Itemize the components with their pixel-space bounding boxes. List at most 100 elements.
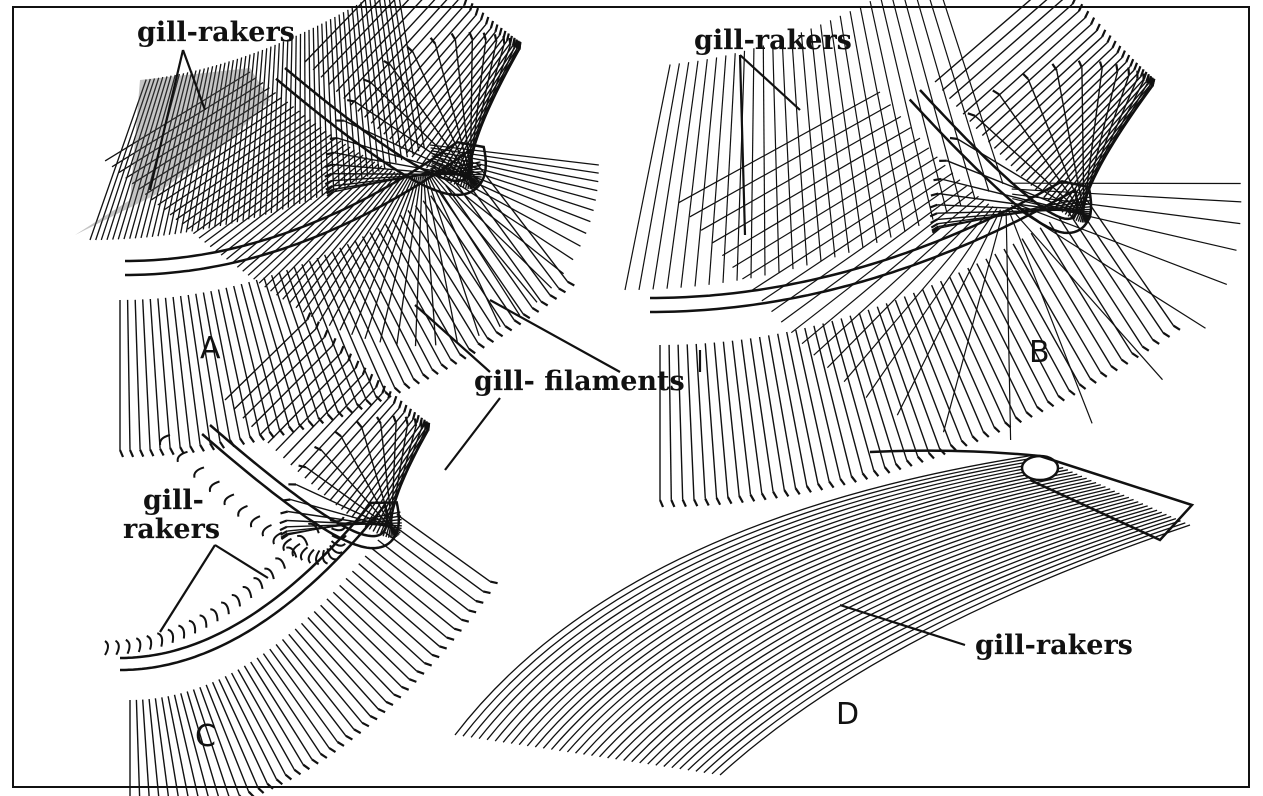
gill-filament xyxy=(378,540,469,610)
filament-tip xyxy=(404,383,410,388)
gill-filament xyxy=(143,700,151,796)
filament-tip xyxy=(307,313,310,320)
gill-filament xyxy=(143,299,150,449)
gill-raker xyxy=(200,615,207,627)
filament-tip xyxy=(1111,366,1117,371)
filament-tip xyxy=(951,445,956,450)
gill-filament xyxy=(859,313,907,461)
filament-tip xyxy=(439,646,446,648)
filament-tip xyxy=(1079,4,1082,11)
gill-raker xyxy=(639,63,679,290)
gill-raker xyxy=(811,29,835,258)
filament-tip xyxy=(550,295,557,299)
gill-filament xyxy=(742,340,762,494)
filament-tip xyxy=(417,415,419,422)
filament-tip xyxy=(968,113,975,116)
filament-tip xyxy=(286,775,292,780)
filament-tip xyxy=(559,289,566,293)
filament-tip xyxy=(1100,62,1102,69)
gill-filament xyxy=(384,532,476,601)
filament-tip xyxy=(356,361,359,368)
filament-tip xyxy=(1126,55,1129,62)
gill-filament xyxy=(805,328,841,479)
gill-raker xyxy=(238,506,247,517)
filament-tip xyxy=(796,488,800,494)
gill-raker xyxy=(221,603,229,615)
filament-tip xyxy=(1148,76,1149,84)
filament-tip xyxy=(1090,378,1096,383)
gill-filament xyxy=(949,0,1066,99)
gill-raker xyxy=(821,25,849,253)
gill-raker xyxy=(178,452,188,462)
filament-tip xyxy=(1026,412,1032,417)
gill-raker xyxy=(273,533,282,545)
gill-raker xyxy=(105,641,108,655)
filament-tip xyxy=(660,500,663,507)
filament-tip xyxy=(414,379,420,384)
filament-tip xyxy=(739,496,743,503)
filament-tip xyxy=(1150,77,1151,85)
filament-tip xyxy=(751,495,755,502)
filament-tip xyxy=(993,90,1000,94)
gill-filament xyxy=(935,0,1052,82)
panel-letter-b: B xyxy=(1029,338,1050,368)
filament-tip xyxy=(728,497,732,504)
filament-tip xyxy=(994,427,1000,432)
filament-tip xyxy=(487,338,493,342)
filament-tip xyxy=(1130,59,1133,66)
gill-filament xyxy=(150,299,160,449)
filament-tip xyxy=(495,34,497,42)
gill-raker xyxy=(210,609,217,621)
filament-tip xyxy=(1085,11,1088,18)
filament-tip xyxy=(170,448,174,455)
gill-filament xyxy=(241,284,279,429)
gill-filament xyxy=(904,297,961,441)
filament-tip xyxy=(461,620,468,622)
filament-tip xyxy=(452,33,456,40)
filament-tip xyxy=(469,32,472,39)
filament-tip xyxy=(532,308,538,312)
leader-line xyxy=(740,55,800,110)
filament-tip xyxy=(376,380,379,387)
filament-tip xyxy=(1142,347,1148,351)
filament-tip xyxy=(671,500,674,507)
filament-tip xyxy=(354,729,361,733)
gill-raker xyxy=(178,626,184,639)
gill-raker xyxy=(567,485,1100,752)
filament-tip xyxy=(289,427,294,433)
gill-raker xyxy=(616,497,1129,759)
filament-tip xyxy=(972,436,978,441)
panel-d-gill-arch xyxy=(455,451,1192,775)
filament-tip xyxy=(1016,417,1022,422)
gill-raker xyxy=(305,32,306,202)
gill-raker xyxy=(380,177,419,343)
filament-tip xyxy=(1163,333,1169,337)
filament-tip xyxy=(432,655,439,657)
leader-line xyxy=(490,300,620,372)
filament-tip xyxy=(329,748,335,752)
filament-tip xyxy=(1073,0,1076,4)
gill-filament xyxy=(923,289,984,432)
gill-raker xyxy=(653,62,689,289)
filament-tip xyxy=(335,432,341,437)
gill-raker xyxy=(1008,209,1092,423)
filament-tip xyxy=(415,419,416,427)
filament-tip xyxy=(303,765,309,770)
filament-tip xyxy=(863,473,868,479)
gill-raker xyxy=(309,550,314,564)
leader-line xyxy=(215,545,268,578)
filament-tip xyxy=(929,453,934,459)
filament-tip xyxy=(283,500,291,501)
filament-tip xyxy=(346,736,353,740)
filament-tip xyxy=(1132,353,1138,357)
filament-tip xyxy=(160,449,164,456)
gill-filament xyxy=(264,278,309,421)
gill-raker xyxy=(147,636,151,650)
gill-raker xyxy=(251,516,260,527)
gill-filament xyxy=(225,320,307,400)
filament-tip xyxy=(784,490,788,496)
gill-raker xyxy=(243,587,252,598)
filament-tip xyxy=(190,446,194,453)
filament-tip xyxy=(519,42,520,50)
leader-line xyxy=(445,398,500,470)
